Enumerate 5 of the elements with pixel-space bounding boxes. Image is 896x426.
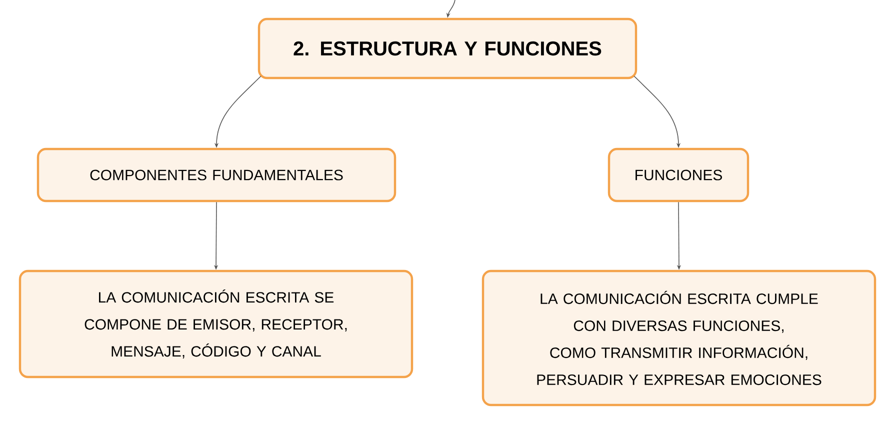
concept-box: COMPONENTES FUNDAMENTALES — [36, 148, 396, 202]
concept-box: LA COMUNICACIÓN ESCRITA SE COMPONE DE EMISOR, RECEPTOR, MENSAJE, CÓDIGO Y CANAL — [18, 270, 414, 378]
concept-box: FUNCIONES — [608, 148, 750, 202]
title-box: 2. ESTRUCTURA Y FUNCIONES — [258, 18, 638, 80]
concept-box: LA COMUNICACIÓN ESCRITA CUMPLE CON DIVERSAS FUNCIONES, COMO TRANSMITIR INFORMACIÓN, PERSUADIR Y EXPRESAR EMOCIONES — [482, 270, 876, 406]
